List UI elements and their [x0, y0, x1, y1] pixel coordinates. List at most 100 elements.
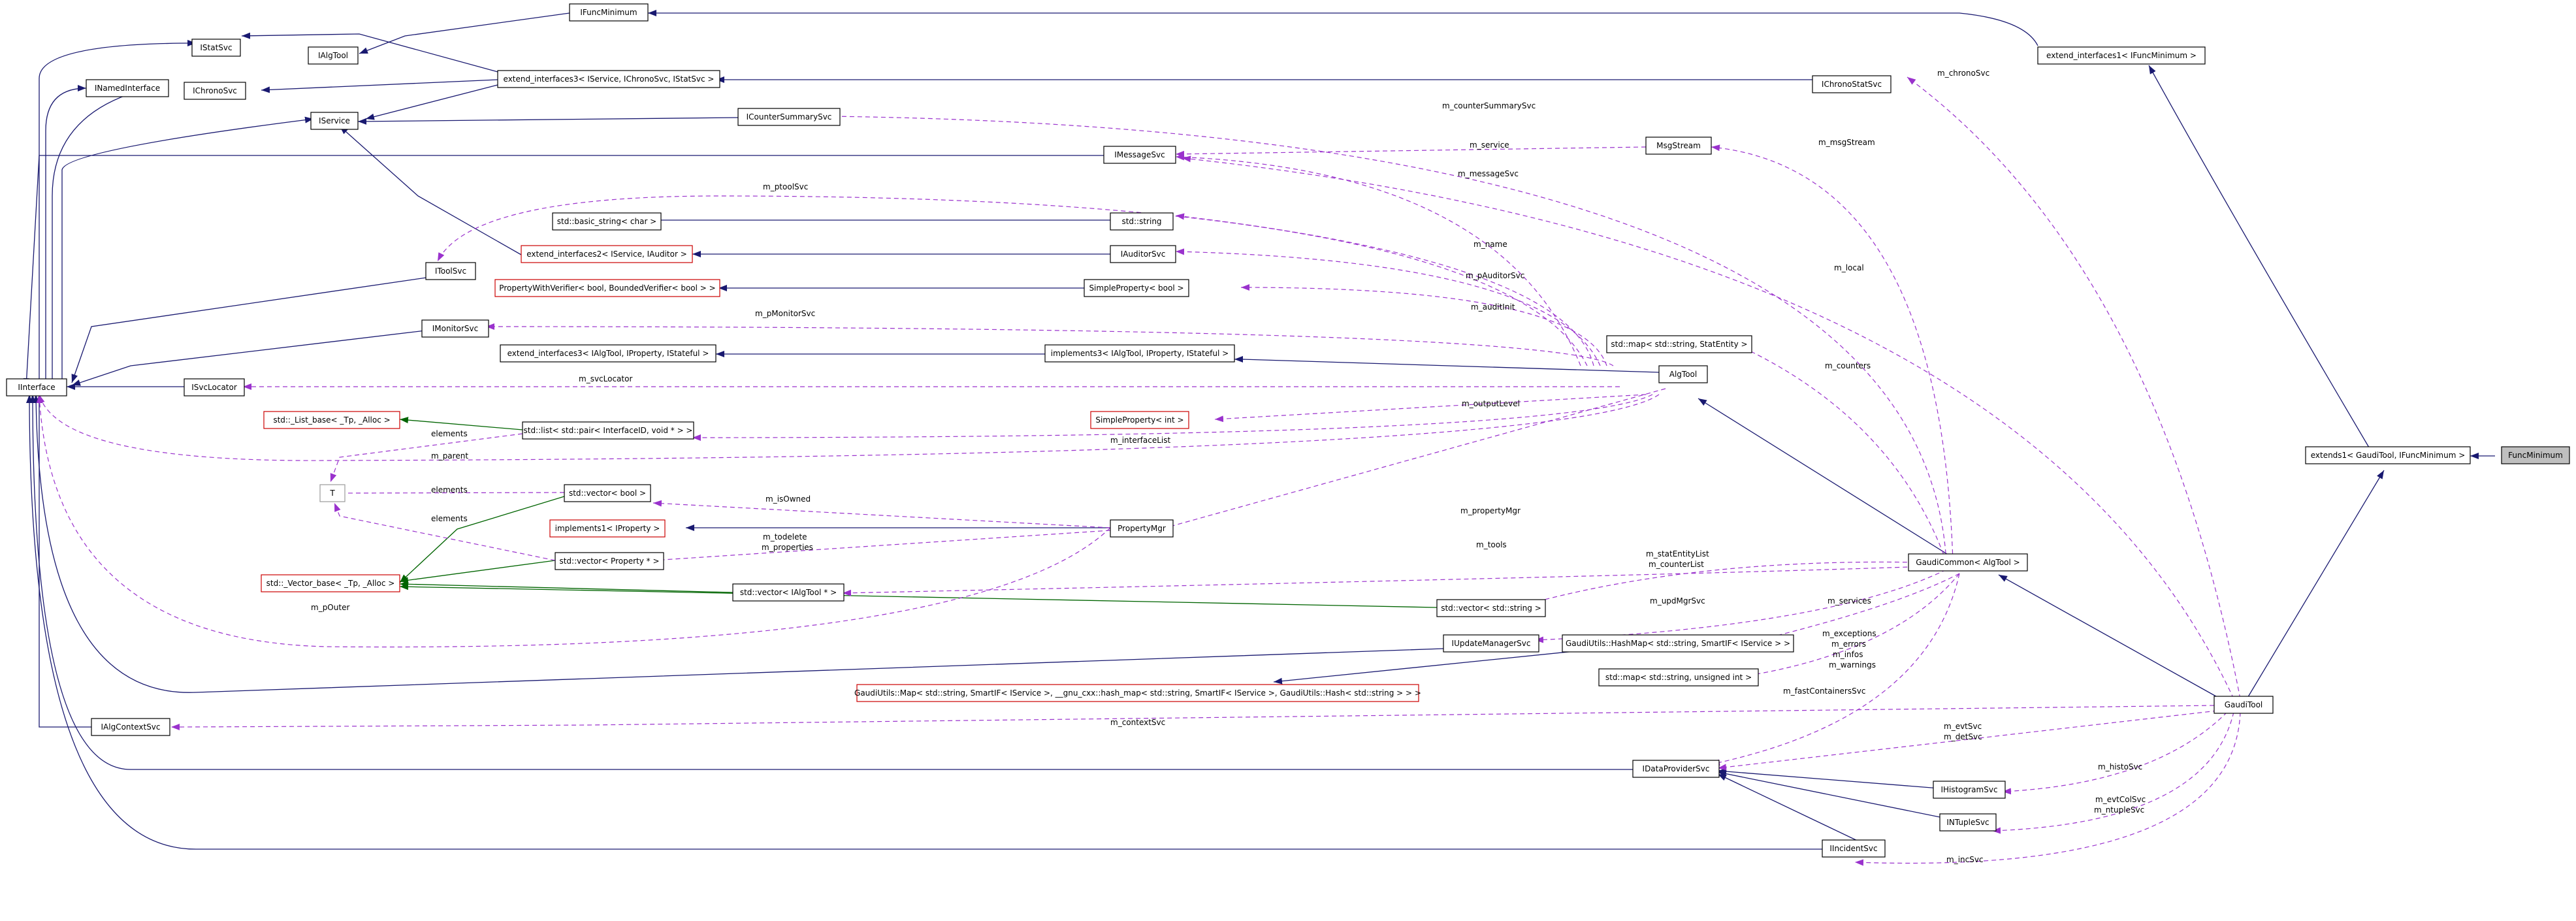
svg-text:ICounterSummarySvc: ICounterSummarySvc	[747, 112, 832, 121]
edge-label: elements	[431, 429, 468, 438]
node-imessagesvc[interactable]: IMessageSvc	[1103, 146, 1176, 164]
node-iincidentsvc[interactable]: IIncidentSvc	[1822, 839, 1886, 858]
node-propertymgr[interactable]: PropertyMgr	[1110, 519, 1174, 538]
edge-usage	[1175, 146, 1647, 157]
node-t[interactable]: T	[319, 484, 346, 502]
edge-inherit	[29, 394, 1633, 770]
node-iauditorsvc[interactable]: IAuditorSvc	[1110, 245, 1176, 263]
node-gauditool[interactable]: GaudiTool	[2214, 696, 2274, 714]
edge-template	[399, 496, 565, 583]
svg-text:FuncMinimum: FuncMinimum	[2508, 451, 2563, 460]
edge-inherit	[52, 91, 138, 387]
node-simpleproperty-int[interactable]: SimpleProperty< int >	[1090, 411, 1189, 429]
node-ialgtool[interactable]: IAlgTool	[308, 46, 359, 65]
node-ifuncminimum[interactable]: IFuncMinimum	[569, 3, 649, 22]
edge-label: m_counters	[1825, 361, 1871, 370]
svg-text:extend_interfaces3< IAlgTool,: extend_interfaces3< IAlgTool, IProperty,…	[507, 349, 709, 358]
svg-text:std::_List_base< _Tp, _Alloc >: std::_List_base< _Tp, _Alloc >	[273, 415, 390, 425]
node-map-statentity[interactable]: std::map< std::string, StatEntity >	[1606, 335, 1752, 353]
node-list-pair[interactable]: std::list< std::pair< InterfaceID, void …	[522, 421, 694, 440]
edge-label: m_incSvc	[1946, 855, 1984, 864]
svg-text:std::list< std::pair< Interfac: std::list< std::pair< InterfaceID, void …	[523, 426, 692, 435]
node-inamedinterface[interactable]: INamedInterface	[86, 79, 169, 97]
svg-text:GaudiCommon< AlgTool >: GaudiCommon< AlgTool >	[1916, 558, 2020, 567]
svg-text:GaudiTool: GaudiTool	[2225, 700, 2263, 709]
node-funcminimum[interactable]: FuncMinimum	[2501, 446, 2570, 464]
edge-inherit	[33, 394, 1444, 693]
node-icountersummarysvc[interactable]: ICounterSummarySvc	[737, 108, 841, 126]
node-vector-property[interactable]: std::vector< Property * >	[555, 552, 664, 570]
svg-text:MsgStream: MsgStream	[1656, 141, 1701, 150]
node-extend-interfaces3-tool[interactable]: extend_interfaces3< IAlgTool, IProperty,…	[500, 344, 716, 363]
node-implements1[interactable]: implements1< IProperty >	[549, 519, 666, 538]
edge-inherit	[26, 394, 1822, 850]
edge-label: m_local	[1834, 263, 1864, 272]
edge-label: m_tools	[1476, 540, 1507, 549]
edge-usage	[1155, 388, 1666, 532]
node-algtool[interactable]: AlgTool	[1658, 365, 1708, 383]
edge-inherit	[648, 10, 2038, 46]
node-std-string[interactable]: std::string	[1110, 212, 1174, 231]
node-map-unsigned[interactable]: std::map< std::string, unsigned int >	[1598, 668, 1759, 687]
node-isvclocator[interactable]: ISvcLocator	[184, 378, 245, 396]
node-simpleproperty-bool[interactable]: SimpleProperty< bool >	[1084, 279, 1189, 297]
node-vector-base[interactable]: std::_Vector_base< _Tp, _Alloc >	[261, 574, 400, 592]
edge-inherit	[1717, 768, 1940, 789]
edge-inherit	[45, 85, 87, 387]
node-extend-interfaces3-svc[interactable]: extend_interfaces3< IService, IChronoSvc…	[497, 70, 720, 88]
node-list-base[interactable]: std::_List_base< _Tp, _Alloc >	[263, 411, 400, 429]
edge-label: m_services	[1827, 596, 1871, 606]
edge-label: m_pOuter	[311, 603, 349, 612]
svg-text:IAlgTool: IAlgTool	[318, 51, 348, 60]
node-idataprovidersvc[interactable]: IDataProviderSvc	[1632, 760, 1720, 778]
edge-label: m_ntupleSvc	[2094, 805, 2144, 815]
edge-label: m_pMonitorSvc	[755, 309, 815, 318]
node-hashmap[interactable]: GaudiUtils::HashMap< std::string, SmartI…	[1562, 634, 1794, 653]
svg-text:INTupleSvc: INTupleSvc	[1946, 818, 1989, 827]
node-ichronostatsvc[interactable]: IChronoStatSvc	[1812, 75, 1892, 93]
node-propertywithverifier[interactable]: PropertyWithVerifier< bool, BoundedVerif…	[494, 279, 720, 297]
svg-text:std::_Vector_base< _Tp, _Alloc: std::_Vector_base< _Tp, _Alloc >	[266, 579, 395, 588]
node-implements3[interactable]: implements3< IAlgTool, IProperty, IState…	[1044, 344, 1235, 363]
node-vector-bool[interactable]: std::vector< bool >	[564, 484, 651, 502]
node-iupdatemanagersvc[interactable]: IUpdateManagerSvc	[1443, 634, 1539, 653]
svg-text:IMonitorSvc: IMonitorSvc	[432, 324, 478, 333]
edge-usage	[692, 394, 1653, 441]
node-iinterface[interactable]: IInterface	[6, 378, 67, 396]
edge-inherit	[61, 116, 314, 387]
node-ihistogramsvc[interactable]: IHistogramSvc	[1933, 781, 2006, 799]
edge-inherit	[1717, 773, 1862, 843]
node-msgstream[interactable]: MsgStream	[1645, 137, 1712, 155]
node-itoolsvc[interactable]: IToolSvc	[425, 262, 476, 280]
node-extend-interfaces1-func[interactable]: extend_interfaces1< IFuncMinimum >	[2037, 46, 2206, 65]
node-basic-string[interactable]: std::basic_string< char >	[552, 212, 662, 231]
edge-label: m_propertyMgr	[1460, 506, 1521, 515]
svg-text:PropertyWithVerifier< bool, Bo: PropertyWithVerifier< bool, BoundedVerif…	[499, 283, 715, 293]
svg-text:IAlgContextSvc: IAlgContextSvc	[101, 722, 160, 732]
node-vector-string[interactable]: std::vector< std::string >	[1436, 599, 1546, 617]
edge-usage	[1750, 573, 1960, 643]
node-intuplesvc[interactable]: INTupleSvc	[1939, 813, 1997, 832]
node-gaudiutils-map[interactable]: GaudiUtils::Map< std::string, SmartIF< I…	[854, 684, 1421, 702]
edge-label: m_counterSummarySvc	[1442, 101, 1536, 110]
svg-text:implements3< IAlgTool, IProper: implements3< IAlgTool, IProperty, IState…	[1051, 349, 1229, 358]
edge-usage	[38, 394, 1660, 461]
node-extends1[interactable]: extends1< GaudiTool, IFuncMinimum >	[2305, 446, 2471, 464]
edge-usage	[1854, 711, 2241, 866]
edge-label: m_messageSvc	[1458, 169, 1519, 178]
svg-text:IChronoSvc: IChronoSvc	[193, 86, 237, 95]
node-iservice[interactable]: IService	[310, 112, 359, 130]
edge-usage	[334, 502, 556, 561]
node-istatsvc[interactable]: IStatSvc	[191, 39, 241, 57]
node-vector-ialgtool[interactable]: std::vector< IAlgTool * >	[732, 583, 845, 602]
node-ichronosvc[interactable]: IChronoSvc	[184, 82, 246, 100]
node-extend-interfaces2[interactable]: extend_interfaces2< IService, IAuditor >	[521, 245, 693, 263]
node-imonitorsvc[interactable]: IMonitorSvc	[421, 319, 489, 338]
edge-usage	[1182, 155, 2234, 700]
svg-text:IStatSvc: IStatSvc	[200, 43, 232, 52]
node-ialgcontextsvc[interactable]: IAlgContextSvc	[91, 718, 170, 736]
node-gaudicommon[interactable]: GaudiCommon< AlgTool >	[1908, 553, 2028, 572]
edge-label: m_ptoolSvc	[763, 182, 808, 191]
edge-usage	[170, 705, 2215, 730]
edge-inherit	[23, 155, 1110, 387]
